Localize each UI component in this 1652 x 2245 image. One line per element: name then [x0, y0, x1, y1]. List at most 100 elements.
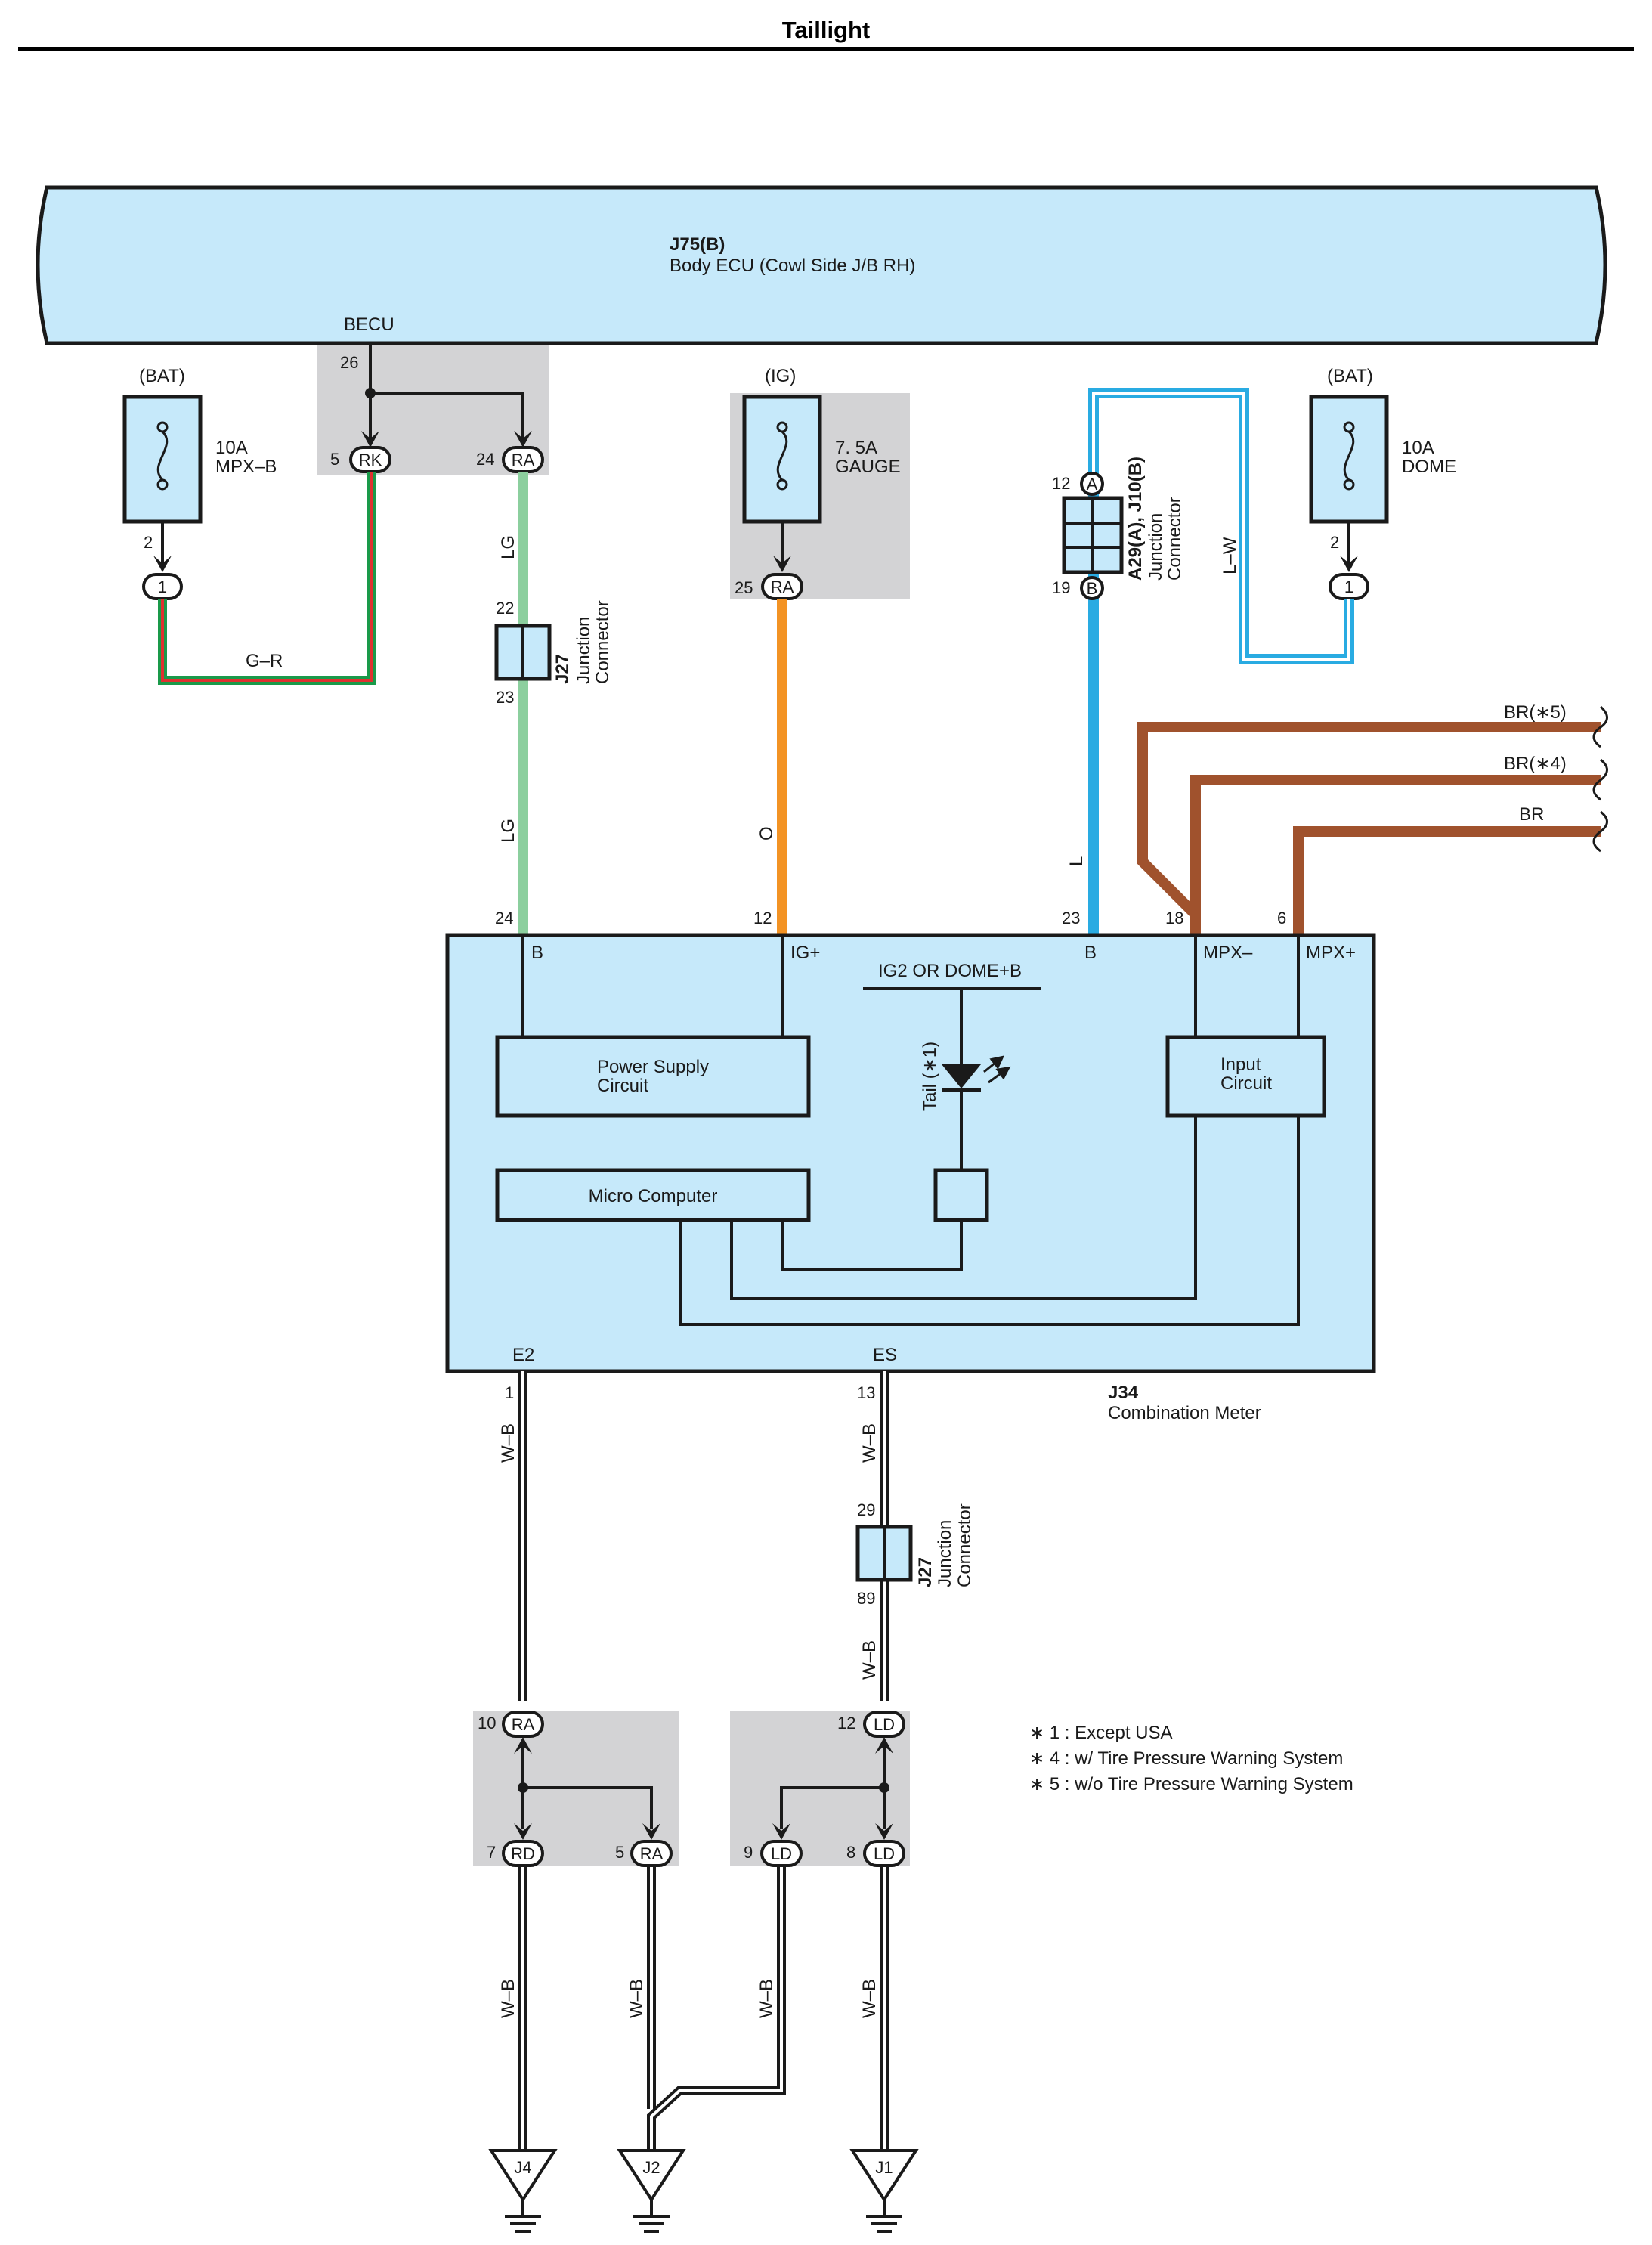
wire-l-w: L–W [1088, 388, 1354, 664]
becu-pin-right: 24 [476, 450, 494, 469]
gauge-conn-pin: 25 [735, 578, 753, 597]
wire-g-r-label: G–R [246, 651, 283, 671]
becu-pin: 26 [340, 353, 358, 372]
wire-wb-label-1: W–B [498, 1423, 518, 1463]
meter-ig2-label: IG2 OR DOME+B [878, 961, 1022, 981]
gsr-pin-br: 8 [846, 1843, 855, 1862]
wire-g-r: G–R [158, 472, 376, 685]
meter-label-e2: E2 [512, 1345, 534, 1365]
wire-br5-label: BR(∗5) [1504, 702, 1567, 723]
gsl-code-br: RA [640, 1844, 664, 1863]
wire-wb-label-3: W–B [859, 1640, 880, 1680]
a29-code: A29(A), J10(B) [1125, 457, 1146, 581]
becu-code-left: RK [359, 451, 382, 469]
meter-label-es: ES [873, 1345, 897, 1365]
fuse-dome-conn: 1 [1344, 578, 1353, 596]
j27-top-pin-top: 22 [496, 599, 514, 618]
a29-pin-top: 12 [1052, 474, 1070, 493]
j27-top-pin-bottom: 23 [496, 688, 514, 707]
meter-micro-computer: Micro Computer [589, 1186, 718, 1206]
j27-top-name1: Junction [574, 617, 594, 684]
wire-wb-label-7: W–B [859, 1979, 880, 2018]
fuse-mpxb-pin: 2 [144, 533, 153, 552]
meter-input-circuit-1: Input [1220, 1054, 1261, 1075]
meter-label-mpxm: MPX– [1203, 943, 1253, 963]
gsl-pin-bl: 7 [487, 1843, 496, 1862]
meter-power-supply-2: Circuit [597, 1076, 648, 1096]
wire-br-label: BR [1519, 804, 1544, 825]
ground-j2: J2 [617, 2149, 686, 2233]
ground-j1-label: J1 [875, 2158, 893, 2177]
gsl-pin-br: 5 [615, 1843, 624, 1862]
wire-o: O [756, 599, 787, 935]
j27-top-code: J27 [552, 654, 573, 684]
wire-wb-label-6: W–B [756, 1979, 777, 2018]
wire-br-group: BR(∗5) BR(∗4) BR [1137, 702, 1608, 935]
ground-j2-label: J2 [642, 2158, 660, 2177]
fuse-dome-rating: 10A [1402, 438, 1434, 458]
body-ecu-name: Body ECU (Cowl Side J/B RH) [670, 255, 915, 276]
fuse-dome-name: DOME [1402, 457, 1456, 477]
fuse-mpxb-conn: 1 [158, 578, 167, 596]
j27-bottom-name1: Junction [935, 1520, 955, 1587]
gsr-pin-top: 12 [837, 1714, 855, 1733]
a29-name2: Connector [1165, 497, 1185, 581]
j27-bottom-name2: Connector [954, 1503, 975, 1587]
wire-l-label: L [1066, 856, 1087, 866]
meter-label-mpxp: MPX+ [1306, 943, 1356, 963]
wire-wb-label-5: W–B [626, 1979, 647, 2018]
fuse-dome-pin: 2 [1330, 533, 1339, 552]
fuse-dome-source: (BAT) [1327, 366, 1373, 386]
meter-pin-es: 13 [857, 1383, 875, 1402]
title-rule [18, 47, 1634, 51]
meter-input-circuit-2: Circuit [1220, 1073, 1272, 1094]
wire-wb-label-2: W–B [859, 1423, 880, 1463]
meter-pin-b: 24 [495, 909, 513, 927]
page-title: Taillight [781, 17, 871, 43]
footnote-4: ∗ 4 : w/ Tire Pressure Warning System [1029, 1748, 1343, 1769]
fuse-gauge-name: GAUGE [835, 457, 901, 477]
meter-pin-ig: 12 [753, 909, 772, 927]
wire-wb-group: W–B W–B W–B W–B W–B W–B W–B [498, 1371, 889, 2154]
combination-meter: 24 B 12 IG+ 23 B 18 MPX– 6 MPX+ IG2 OR D… [445, 909, 1376, 1423]
becu-pin-left: 5 [330, 450, 339, 469]
becu-code-right: RA [512, 451, 535, 469]
wire-lg: LG LG [498, 472, 528, 935]
gsr-code-top: LD [874, 1715, 895, 1734]
junction-j27-bottom: 29 89 J27 Junction Connector [855, 1500, 975, 1608]
j27-bottom-pin-bottom: 89 [857, 1589, 875, 1608]
meter-pin-mpxp: 6 [1277, 909, 1286, 927]
gsl-code-top: RA [512, 1715, 535, 1734]
wire-l-w-label: L–W [1220, 537, 1240, 574]
meter-name: Combination Meter [1108, 1403, 1261, 1423]
a29-letter-top: A [1087, 475, 1098, 494]
junction-a29: 12 A 19 B A29(A), J10(B) Junction Connec… [1052, 457, 1185, 600]
ground-splice-left: 10 RA 7 RD 5 RA [473, 1711, 679, 1867]
fuse-mpxb-rating: 10A [215, 438, 248, 458]
meter-pin-b2: 23 [1062, 909, 1080, 927]
j27-bottom-code: J27 [915, 1557, 936, 1587]
gsl-code-bl: RD [511, 1844, 535, 1863]
wire-lg-label-2: LG [498, 819, 518, 843]
meter-label-b2: B [1084, 943, 1097, 963]
gsr-code-bl: LD [771, 1844, 792, 1863]
fuse-gauge: (IG) 7. 5A GAUGE 25 RA [730, 366, 910, 600]
meter-label-ig: IG+ [790, 943, 820, 963]
gsr-code-br: LD [874, 1844, 895, 1863]
footnote-1: ∗ 1 : Except USA [1029, 1723, 1173, 1743]
meter-pin-mpxm: 18 [1165, 909, 1183, 927]
fuse-mpx-b: (BAT) 10A MPX–B 2 1 [122, 366, 277, 600]
a29-name1: Junction [1146, 513, 1166, 581]
ground-splice-right: 12 LD 9 LD 8 LD [730, 1711, 910, 1867]
junction-j27-top: 22 23 J27 Junction Connector [494, 599, 613, 707]
meter-tail-label: Tail (∗1) [920, 1042, 940, 1111]
fuse-gauge-source: (IG) [765, 366, 796, 386]
meter-label-b: B [531, 943, 543, 963]
fuse-gauge-rating: 7. 5A [835, 438, 877, 458]
footnotes: ∗ 1 : Except USA ∗ 4 : w/ Tire Pressure … [1029, 1723, 1353, 1794]
a29-letter-bottom: B [1087, 579, 1098, 598]
gsl-pin-top: 10 [478, 1714, 496, 1733]
j27-top-name2: Connector [592, 600, 613, 684]
meter-code: J34 [1108, 1383, 1139, 1403]
